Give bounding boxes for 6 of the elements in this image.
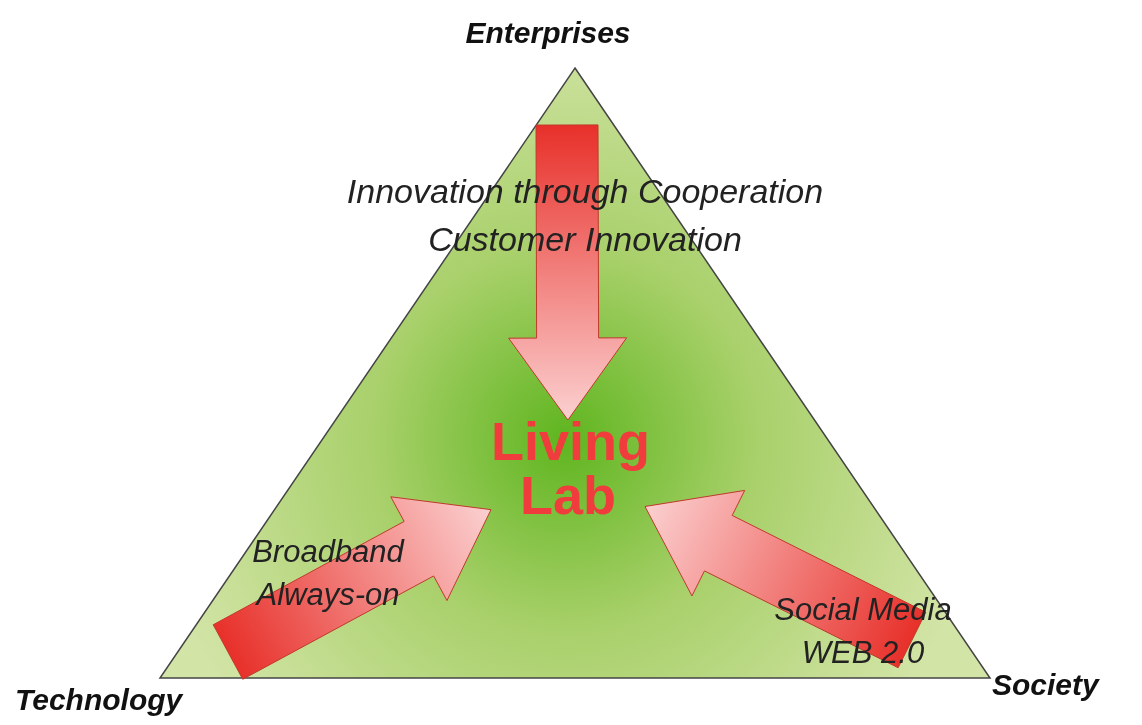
corner-label: Society	[992, 668, 1099, 702]
center-title: Living Lab	[491, 414, 645, 522]
corner-label: Technology	[15, 683, 183, 717]
block-arrow	[508, 124, 628, 421]
block-arrow	[212, 496, 492, 680]
corner-label: Enterprises	[465, 16, 631, 50]
